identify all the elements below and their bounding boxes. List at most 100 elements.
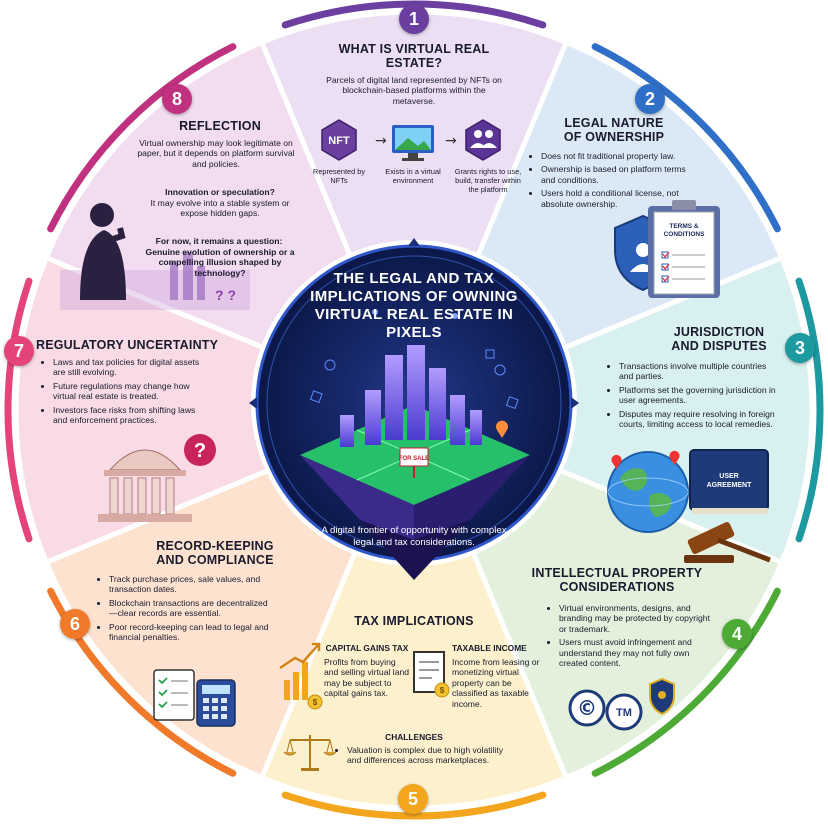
- section-3-list: Transactions involve multiple countries …: [610, 361, 781, 432]
- step-2-badge: 2: [635, 84, 665, 114]
- step-number: 1: [408, 9, 419, 29]
- list-item: Track purchase prices, sale values, and …: [109, 574, 269, 595]
- challenges-heading: CHALLENGES: [385, 732, 443, 742]
- step-8-badge: 8: [162, 84, 192, 114]
- list-item: Laws and tax policies for digital assets…: [53, 357, 211, 378]
- list-item: Virtual environments, designs, and brand…: [559, 603, 719, 634]
- section-8-question-heading: Innovation or speculation?: [165, 187, 275, 197]
- section-8-conclusion-heading: For now, it remains a question:: [155, 236, 283, 246]
- list-item: Disputes may require resolving in foreig…: [619, 409, 781, 430]
- main-subtitle: A digital frontier of opportunity with c…: [321, 525, 507, 548]
- rights-caption: Grants rights to use, build, transfer wi…: [454, 167, 522, 194]
- list-item: Valuation is complex due to high volatil…: [347, 745, 517, 766]
- list-item: Platforms set the governing jurisdiction…: [619, 385, 781, 406]
- section-3-heading: JURISDICTION AND DISPUTES: [671, 325, 767, 353]
- for-sale-label: FOR SALE: [399, 456, 429, 462]
- taxable-income-heading: TAXABLE INCOME: [452, 643, 527, 653]
- svg-text:→: →: [445, 133, 457, 149]
- section-6-heading: RECORD-KEEPING AND COMPLIANCE: [156, 539, 274, 567]
- step-number: 4: [731, 624, 742, 644]
- rim-arc-2: [591, 43, 781, 233]
- step-5-badge: 5: [398, 784, 428, 814]
- step-number: 5: [407, 789, 418, 809]
- section-8-text: Virtual ownership may look legitimate on…: [137, 138, 295, 169]
- list-item: Ownership is based on platform terms and…: [541, 164, 699, 185]
- step-3-badge: 3: [785, 333, 815, 363]
- section-8-conclusion-text: Genuine evolution of ownership or a comp…: [145, 247, 295, 278]
- step-number: 6: [69, 614, 80, 634]
- step-number: 7: [13, 341, 24, 361]
- svg-text:→: →: [375, 133, 387, 149]
- section-7-list: Laws and tax policies for digital assets…: [44, 357, 211, 428]
- city-icon: [300, 309, 530, 580]
- taxable-income-text: Income from leasing or monetizing virtua…: [452, 657, 540, 709]
- list-item: Poor record-keeping can lead to legal an…: [109, 622, 269, 643]
- step-4-badge: 4: [722, 619, 752, 649]
- section-7-heading: REGULATORY UNCERTAINTY: [36, 338, 219, 352]
- svg-text:$: $: [313, 698, 318, 707]
- scale-icon: [283, 735, 337, 771]
- rim-arc-7: [4, 277, 33, 543]
- building-icon: ?: [98, 434, 216, 522]
- section-8-heading: REFLECTION: [179, 119, 261, 133]
- section-5-heading: TAX IMPLICATIONS: [354, 614, 474, 628]
- step-6-badge: 6: [60, 609, 90, 639]
- list-item: Does not fit traditional property law.: [541, 151, 699, 161]
- nft-icon: NFT: [321, 119, 357, 161]
- list-item: Investors face risks from shifting laws …: [53, 405, 211, 426]
- challenges-list: Valuation is complex due to high volatil…: [338, 745, 517, 769]
- person-icon: ? ?: [60, 203, 250, 310]
- section-6-list: Track purchase prices, sale values, and …: [100, 574, 269, 645]
- step-number: 3: [794, 338, 805, 358]
- step-number: 2: [644, 89, 655, 109]
- terms-label: TERMS &CONDITIONS: [664, 223, 705, 238]
- section-2-list: Does not fit traditional property law. O…: [532, 151, 699, 212]
- invoice-icon: $: [413, 651, 450, 698]
- rim-arc-4: [591, 587, 781, 777]
- calculator-icon: [196, 679, 236, 727]
- section-4-list: Virtual environments, designs, and brand…: [550, 603, 719, 671]
- rim-arc-5: [281, 791, 547, 820]
- checklist-icon: [153, 669, 195, 721]
- users-icon: [465, 119, 501, 161]
- nft-caption: Represented by NFTs: [312, 167, 366, 185]
- list-item: Users must avoid infringement and unders…: [559, 637, 719, 668]
- svg-text:$: $: [440, 686, 445, 695]
- step-1-badge: 1: [399, 4, 429, 34]
- for-sale-sign: FOR SALE: [399, 447, 429, 478]
- rim-arc-8: [47, 43, 237, 233]
- list-item: Blockchain transactions are decentralize…: [109, 598, 269, 619]
- trademark-icon: TM: [605, 693, 643, 731]
- rim-arc-3: [795, 277, 824, 543]
- svg-text:TM: TM: [616, 707, 632, 719]
- section-1-text: Parcels of digital land represented by N…: [326, 75, 502, 106]
- section-4-heading: INTELLECTUAL PROPERTY CONSIDERATIONS: [531, 566, 703, 594]
- rim-arc-1: [281, 0, 547, 29]
- svg-text:? ?: ? ?: [215, 287, 236, 303]
- capital-gains-text: Profits from buying and selling virtual …: [324, 657, 410, 699]
- document-icon: TERMS &CONDITIONS: [648, 200, 720, 298]
- chart-icon: $: [279, 642, 323, 710]
- svg-text:?: ?: [194, 440, 206, 462]
- list-item: Users hold a conditional license, not ab…: [541, 188, 699, 209]
- badge-icon: [649, 677, 675, 716]
- globe-icon: [607, 450, 689, 533]
- section-1-heading: WHAT IS VIRTUAL REAL ESTATE?: [338, 42, 490, 70]
- step-number: 8: [171, 89, 182, 109]
- list-item: Transactions involve multiple countries …: [619, 361, 781, 382]
- main-title: THE LEGAL AND TAX IMPLICATIONS OF OWNING…: [310, 270, 518, 341]
- monitor-icon: [392, 125, 434, 161]
- section-8-question-text: It may evolve into a stable system or ex…: [150, 198, 290, 219]
- copyright-icon: ©: [568, 689, 606, 727]
- gavel-icon: [684, 522, 771, 563]
- list-item: Future regulations may change how virtua…: [53, 381, 211, 402]
- svg-text:©: ©: [577, 696, 597, 720]
- environment-caption: Exists in a virtual environment: [385, 167, 441, 185]
- section-2-heading: LEGAL NATURE OF OWNERSHIP: [563, 116, 665, 144]
- capital-gains-heading: CAPITAL GAINS TAX: [325, 643, 409, 653]
- step-7-badge: 7: [4, 336, 34, 366]
